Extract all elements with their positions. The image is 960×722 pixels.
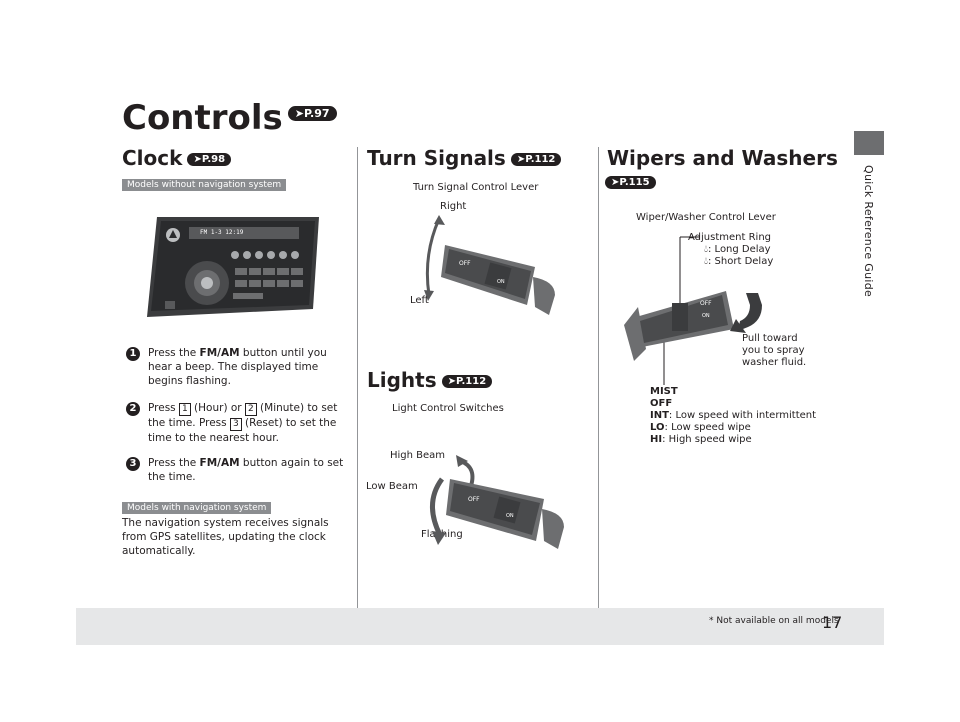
wipers-ref-link[interactable]: ➤P.115 [605,176,656,189]
clock-title-text: Clock [122,146,183,170]
page-title: Controls ➤P.97 [122,98,337,138]
wiper-modes-list: MIST OFF INT: Low speed with intermitten… [650,386,816,446]
key-2-icon: 2 [244,403,257,416]
lights-ref-link[interactable]: ➤P.112 [441,375,493,388]
column-divider-2 [598,147,599,608]
short-delay-label: 💧︎: Short Delay [704,256,773,267]
pull-toward-line-2: you to spray [742,345,805,356]
turn-signal-lever-label: Turn Signal Control Lever [413,182,539,193]
turn-signal-lever-illustration: OFF ON [424,215,555,315]
wiper-mode-lo-desc: : Low speed wipe [664,422,751,433]
turn-right-label: Right [440,201,467,212]
side-tab-label: Quick Reference Guide [862,165,875,298]
lights-ref-text: P.112 [456,376,487,387]
wipers-ref-text: P.115 [619,177,650,188]
clock-ref-link[interactable]: ➤P.98 [187,153,232,166]
clock-section-title: Clock ➤P.98 [122,146,232,170]
step-2-text-b: (Hour) or [190,402,245,414]
light-switch-illustration: OFF ON [430,455,564,549]
svg-text:ON: ON [506,513,514,519]
svg-text:OFF: OFF [468,496,480,503]
side-tab: Quick Reference Guide [854,165,884,305]
wiper-mode-int: INT: Low speed with intermittent [650,410,816,422]
step-3-text-a: Press the [148,457,200,469]
short-delay-text: : Short Delay [708,256,774,267]
radio-unit-illustration [147,217,319,317]
pull-toward-line-3: washer fluid. [742,357,807,368]
step-1-fmam: FM/AM [199,347,240,359]
page-title-text: Controls [122,98,283,138]
step-2-text-c: (Minute) to set the time. Press [148,402,338,429]
turn-signals-ref-text: P.112 [525,154,556,165]
turn-signals-section-title: Turn Signals ➤P.112 [367,146,562,170]
footer-band [76,608,884,645]
high-beam-label: High Beam [390,450,446,461]
wiper-mode-mist-key: MIST [650,386,678,397]
page-ref-text: P.97 [304,107,330,120]
key-1-icon: 1 [178,403,191,416]
badge-without-nav: Models without navigation system [122,179,287,191]
badge-with-nav: Models with navigation system [122,502,272,514]
step-3-fmam: FM/AM [199,457,240,469]
nav-system-text: The navigation system receives signals f… [122,517,329,557]
svg-text:OFF: OFF [700,300,712,307]
step-1-text: Press the FM/AM button until you hear a … [148,346,353,388]
adjustment-ring-label: Adjustment Ring [688,232,772,243]
column-divider-1 [357,147,358,608]
wiper-mode-hi-desc: : High speed wipe [662,434,752,445]
wipers-ref: ➤P.115 [605,172,656,191]
wiper-mode-off-key: OFF [650,398,673,409]
wiper-mode-int-key: INT [650,410,669,421]
step-1-text-b: button until you hear a beep. The displa… [148,347,327,387]
wiper-mode-hi: HI: High speed wipe [650,434,816,446]
wiper-mode-int-desc: : Low speed with intermittent [668,410,817,421]
step-2-text-d: (Reset) to set the time to the nearest h… [148,417,337,444]
turn-signals-title-text: Turn Signals [367,146,506,170]
page-number: 17 [822,613,843,632]
side-tab-marker [854,131,884,155]
step-2-text: Press 1 (Hour) or 2 (Minute) to set the … [148,401,348,445]
svg-text:ON: ON [702,313,710,319]
long-delay-label: 💧︎: Long Delay [704,244,771,255]
short-delay-icon: 💧︎ [704,256,708,267]
step-1-text-a: Press the [148,347,200,359]
step-2-marker: 2 [126,402,140,416]
long-delay-icon: 💧︎ [704,244,708,255]
step-2-text-a: Press [148,402,179,414]
wiper-mode-hi-key: HI [650,434,663,445]
wiper-lever-illustration: OFF ON [624,236,762,385]
wiper-mode-lo: LO: Low speed wipe [650,422,816,434]
long-delay-text: : Long Delay [708,244,771,255]
svg-text:ON: ON [497,279,505,285]
page-ref-link[interactable]: ➤P.97 [287,106,337,121]
footnote: * Not available on all models [709,616,839,626]
step-3-text-b: button again to set the time. [148,457,344,483]
lights-section-title: Lights ➤P.112 [367,368,493,392]
light-control-label: Light Control Switches [392,403,504,414]
pull-toward-note: Pull toward you to spray washer fluid. [742,333,806,369]
step-3-marker: 3 [126,457,140,471]
wiper-mode-off: OFF [650,398,816,410]
turn-signals-ref-link[interactable]: ➤P.112 [510,153,562,166]
wiper-lever-label: Wiper/Washer Control Lever [636,212,776,223]
step-3-text: Press the FM/AM button again to set the … [148,456,348,484]
turn-left-label: Left [410,295,429,306]
wiper-mode-lo-key: LO [650,422,665,433]
low-beam-label: Low Beam [366,481,418,492]
key-3-icon: 3 [229,418,242,431]
svg-text:OFF: OFF [459,260,471,267]
step-1-marker: 1 [126,347,140,361]
radio-display: FM 1-3 12:19 [200,229,244,236]
wipers-section-title: Wipers and Washers [607,146,838,170]
lights-title-text: Lights [367,368,437,392]
wiper-mode-mist: MIST [650,386,816,398]
clock-ref-text: P.98 [201,154,226,165]
pull-toward-line-1: Pull toward [742,333,798,344]
